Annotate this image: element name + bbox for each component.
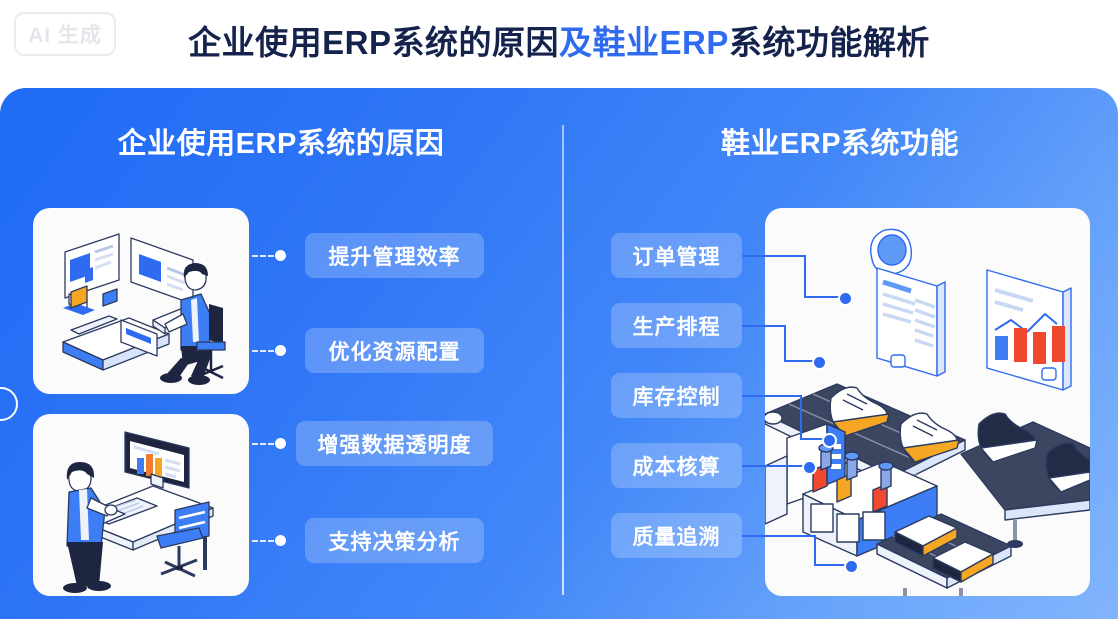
column-divider [562, 125, 564, 595]
connector-line-prod-h2 [784, 360, 816, 362]
person-at-desk-with-dashboards-icon [62, 233, 226, 385]
pill-label: 成本核算 [632, 455, 721, 479]
pill-label: 质量追溯 [632, 525, 721, 549]
connector-line-order-v [804, 255, 806, 297]
connector-dash-3 [252, 443, 274, 445]
left-column-heading: 企业使用ERP系统的原因 [117, 128, 445, 160]
pill-optimize-resource-allocation[interactable]: 优化资源配置 [305, 328, 484, 373]
pill-production-scheduling[interactable]: 生产排程 [611, 303, 742, 348]
pill-label: 订单管理 [632, 245, 721, 269]
connector-line-inv-v [800, 395, 802, 439]
pill-cost-accounting[interactable]: 成本核算 [611, 443, 742, 488]
right-column-heading: 鞋业ERP系统功能 [720, 128, 960, 160]
connector-line-order-h [742, 255, 806, 257]
pill-enhance-data-transparency[interactable]: 增强数据透明度 [296, 421, 493, 466]
page-title-part2: 系统功能解析 [728, 24, 930, 61]
decorative-edge-circle [0, 387, 18, 421]
page-title: 企业使用ERP系统的原因及鞋业ERP系统功能解析 [0, 16, 1118, 64]
connector-endpoint-prod [812, 355, 827, 370]
connector-line-qual-h2 [814, 564, 848, 566]
pill-label: 增强数据透明度 [317, 433, 472, 457]
pill-label: 库存控制 [632, 385, 721, 409]
connector-line-inv-h [742, 395, 802, 397]
connector-line-order-h2 [804, 296, 842, 298]
connector-dot-2 [275, 345, 286, 356]
connector-dot-3 [275, 438, 286, 449]
illustration-card-desk-dashboards [33, 208, 249, 394]
connector-line-qual-h [742, 535, 816, 537]
illustration-card-standing-desk-chart [33, 414, 249, 596]
pill-inventory-control[interactable]: 库存控制 [611, 373, 742, 418]
connector-dot-4 [275, 535, 286, 546]
illustration-card-factory-line [765, 208, 1090, 596]
connector-line-prod-v [784, 325, 786, 361]
connector-line-cost-h [742, 465, 806, 467]
pill-label: 提升管理效率 [328, 245, 461, 269]
pill-order-management[interactable]: 订单管理 [611, 233, 742, 278]
connector-endpoint-qual [844, 559, 859, 574]
ai-generated-watermark: AI 生成 [14, 12, 116, 56]
main-panel: 企业使用ERP系统的原因 鞋业ERP系统功能 [0, 88, 1118, 619]
connector-endpoint-inv [822, 433, 837, 448]
shoe-factory-conveyor-production-line-icon [765, 228, 1090, 596]
person-standing-at-desk-with-chart-monitor-icon [63, 431, 214, 593]
pill-label: 支持决策分析 [328, 530, 461, 554]
connector-line-prod-h [742, 325, 786, 327]
pill-improve-management-efficiency[interactable]: 提升管理效率 [305, 233, 484, 278]
pill-support-decision-analysis[interactable]: 支持决策分析 [305, 518, 484, 563]
watermark-label: AI 生成 [28, 24, 102, 47]
page-header: AI 生成 企业使用ERP系统的原因及鞋业ERP系统功能解析 [0, 0, 1118, 88]
connector-dash-2 [252, 350, 274, 352]
page-title-highlight: 及鞋业ERP [559, 24, 729, 61]
connector-dot-1 [275, 250, 286, 261]
connector-endpoint-cost [802, 460, 817, 475]
connector-line-qual-v [814, 535, 816, 565]
connector-endpoint-order [838, 291, 853, 306]
pill-label: 生产排程 [632, 315, 721, 339]
connector-line-inv-h2 [800, 438, 826, 440]
connector-dash-4 [252, 540, 274, 542]
page-title-part1: 企业使用ERP系统的原因 [188, 24, 559, 61]
pill-quality-traceability[interactable]: 质量追溯 [611, 513, 742, 558]
connector-dash-1 [252, 255, 274, 257]
pill-label: 优化资源配置 [328, 340, 461, 364]
